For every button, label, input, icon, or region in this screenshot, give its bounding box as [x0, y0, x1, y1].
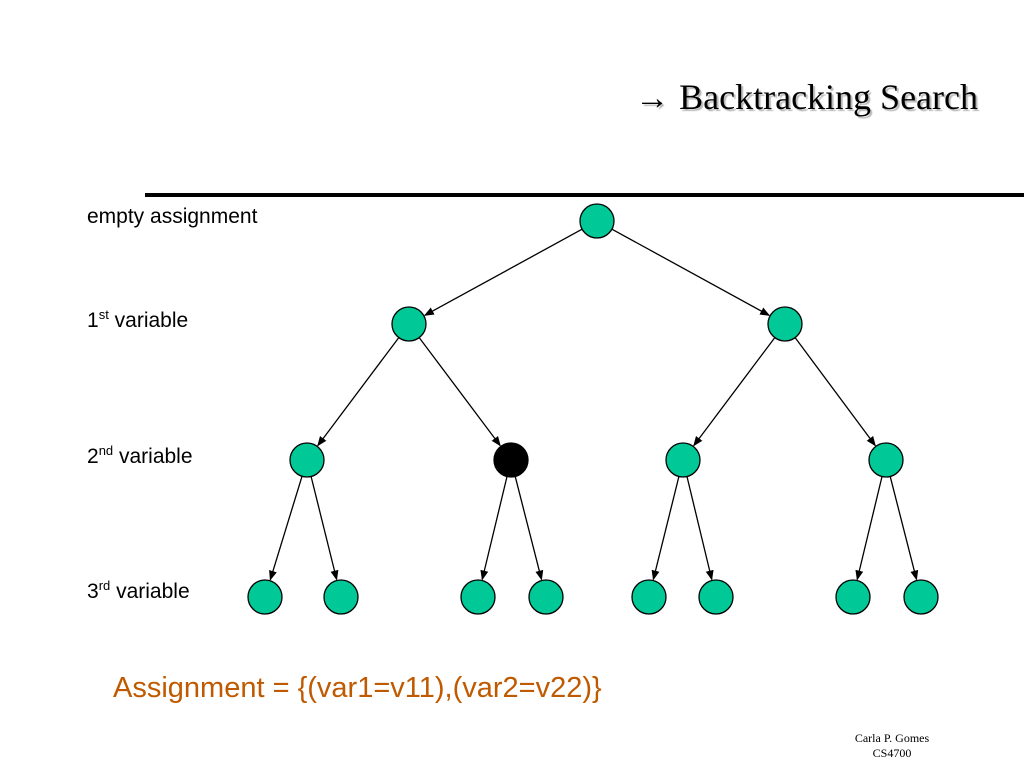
level-label-text: variable: [110, 580, 190, 603]
tree-node: [323, 579, 359, 615]
tree-edge: [480, 476, 508, 581]
tree-edge: [611, 228, 771, 316]
tree-node: [835, 579, 871, 615]
tree-edge: [693, 337, 776, 447]
level-label-2: 2nd variable: [87, 443, 193, 469]
level-label-ordinal: rd: [98, 578, 111, 593]
footer-course: CS4700: [872, 746, 912, 760]
tree-node: [903, 579, 939, 615]
arrow-icon: →: [635, 80, 670, 117]
level-label-text: empty assignment: [87, 205, 258, 228]
slide-title: →Backtracking Search: [635, 76, 978, 118]
tree-edge: [855, 476, 883, 581]
tree-edge: [317, 337, 400, 447]
level-label-root: empty assignment: [87, 205, 257, 229]
slide-footer: Carla P. Gomes CS4700: [832, 731, 952, 761]
tree-edge: [423, 228, 583, 316]
tree-node: [665, 442, 701, 478]
tree-node-current: [493, 442, 529, 478]
tree-edge: [418, 337, 501, 447]
tree-node: [391, 306, 427, 342]
level-label-1: 1st variable: [87, 307, 189, 333]
tree-node: [698, 579, 734, 615]
tree-node: [579, 203, 615, 239]
title-divider: [145, 193, 1024, 197]
tree-edge: [794, 337, 876, 447]
tree-node: [247, 579, 283, 615]
tree-node: [289, 442, 325, 478]
tree-edge: [269, 476, 303, 581]
level-label-number: 3: [87, 580, 99, 603]
tree-edge: [889, 476, 919, 581]
level-label-text: variable: [113, 445, 193, 468]
tree-node: [631, 579, 667, 615]
tree-edge: [686, 476, 714, 581]
footer-author: Carla P. Gomes: [854, 731, 930, 745]
level-label-number: 1: [87, 309, 99, 332]
tree-edge: [514, 476, 544, 581]
tree-node: [460, 579, 496, 615]
tree-node: [528, 579, 564, 615]
level-label-ordinal: nd: [98, 443, 114, 458]
level-label-3: 3rd variable: [87, 578, 190, 604]
level-label-ordinal: st: [98, 307, 109, 322]
level-label-number: 2: [87, 445, 99, 468]
level-label-text: variable: [108, 309, 189, 332]
title-text: Backtracking Search: [679, 77, 978, 117]
tree-node: [868, 442, 904, 478]
tree-edge: [651, 476, 680, 581]
tree-edge: [310, 476, 339, 581]
assignment-text: Assignment = {(var1=v11),(var2=v22)}: [113, 672, 602, 704]
tree-node: [767, 306, 803, 342]
